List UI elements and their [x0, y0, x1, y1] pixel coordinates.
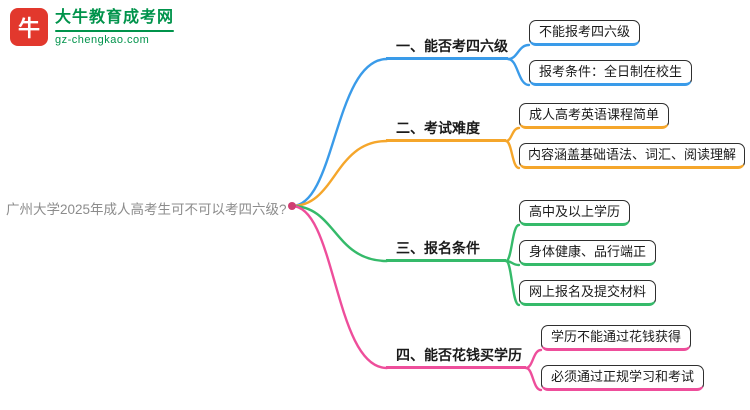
- leaf-node-1-1: 不能报考四六级: [529, 20, 641, 46]
- site-url: gz-chengkao.com: [55, 34, 150, 46]
- branch2-connectors: [290, 126, 521, 208]
- site-name: 大牛教育成考网: [55, 9, 175, 26]
- branch-node-3: 三、报名条件: [386, 238, 506, 262]
- leaf-node-2-2: 内容涵盖基础语法、词汇、阅读理解: [519, 143, 746, 169]
- branch4-connectors: [290, 204, 543, 392]
- leaf-node-3-1: 高中及以上学历: [519, 200, 631, 226]
- logo-divider: [55, 30, 175, 32]
- root-topic: 广州大学2025年成人高考生可不可以考四六级?: [6, 202, 287, 217]
- leaf-node-4-2: 必须通过正规学习和考试: [541, 365, 705, 391]
- logo-text: 大牛教育成考网 gz-chengkao.com: [55, 8, 175, 47]
- branch-node-1: 一、能否考四六级: [386, 36, 508, 60]
- root-anchor-dot: [288, 202, 296, 210]
- leaf-node-1-2: 报考条件：全日制在校生: [529, 60, 693, 86]
- leaf-node-2-1: 成人高考英语课程简单: [519, 103, 670, 129]
- branch-node-4: 四、能否花钱买学历: [386, 345, 526, 369]
- leaf-node-4-1: 学历不能通过花钱获得: [541, 325, 692, 351]
- site-logo: 牛 大牛教育成考网 gz-chengkao.com: [10, 8, 175, 47]
- branch1-connectors: [290, 43, 531, 208]
- branch-node-2: 二、考试难度: [386, 118, 506, 142]
- leaf-node-3-3: 网上报名及提交材料: [519, 280, 657, 306]
- leaf-node-3-2: 身体健康、品行端正: [519, 240, 657, 266]
- logo-bull-icon: 牛: [10, 8, 48, 46]
- branch3-connectors: [290, 204, 521, 307]
